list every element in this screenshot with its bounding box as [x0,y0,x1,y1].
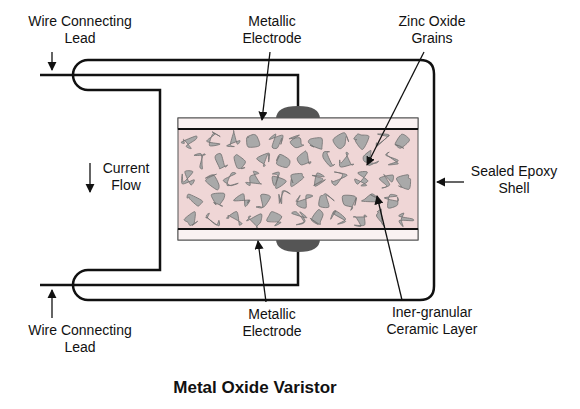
zinc-oxide-grain [323,152,335,167]
lead-label: Wire Connecting Lead [21,322,139,356]
epoxy-shell-inner [88,90,160,270]
zinc-oxide-grain [184,212,198,226]
zinc-oxide-grain [279,191,291,204]
zinc-oxide-grain [319,194,335,208]
solder-joint [276,106,320,119]
zinc-oxide-grain [215,153,227,168]
zinc-oxide-grain [289,135,304,148]
zinc-oxide-grain [211,193,224,206]
leader-line [258,241,266,302]
zinc-oxide-grain [246,171,262,185]
solder-joint [276,239,320,252]
current-arrow [89,163,90,192]
zinc-oxide-grain [206,213,220,226]
zinc-oxide-grain [194,153,205,169]
leader-line [377,196,402,300]
zinc-oxide-grain [384,194,398,208]
electrode-edge [178,128,418,130]
zinc-oxide-grain [234,154,245,168]
zinc-oxide-grain [226,212,241,226]
zinc-oxide-grain [181,136,197,149]
zinc-oxide-grain [312,173,325,186]
electrode-label: Metallic Electrode [230,13,314,47]
lead-arrow [51,290,52,318]
zinc-oxide-grain [296,195,313,209]
zinc-oxide-grain [342,195,356,210]
zinc-oxide-grain [354,134,369,150]
zinc-oxide-grain [267,212,282,226]
zinc-oxide-grain [395,134,409,148]
zinc-oxide-grain [223,173,238,186]
leader-line [367,52,424,165]
zinc-oxide-grain [187,194,203,206]
zinc-oxide-grain [396,175,410,190]
grains-label: Zinc Oxide Grains [388,13,476,47]
zinc-oxide-grain [399,213,414,227]
zinc-oxide-grain [234,194,250,207]
current-label: Current Flow [95,160,157,194]
zinc-oxide-grain [227,130,240,146]
zinc-oxide-grains [181,130,414,227]
zinc-oxide-grain [207,132,221,146]
zinc-oxide-grain [247,134,260,147]
leader-line [437,181,464,182]
zinc-oxide-grain [386,152,399,165]
zinc-oxide-grain [353,215,367,227]
zinc-oxide-grain [333,133,349,149]
zinc-oxide-grain [310,210,323,225]
zinc-oxide-grain [379,174,393,188]
zinc-oxide-grain [308,138,322,150]
zinc-oxide-grain [257,153,270,166]
ceramic-layer-label: Iner-granular Ceramic Layer [380,304,484,338]
diagram-title: Metal Oxide Varistor [173,378,336,398]
zinc-oxide-grain [292,212,307,225]
shell-label: Sealed Epoxy Shell [470,163,558,197]
zinc-oxide-grain [276,154,290,167]
lead-label: Wire Connecting Lead [21,13,139,47]
zinc-oxide-grain [332,172,348,185]
zinc-oxide-grain [269,134,283,149]
wire-lead [40,75,298,110]
metallic-electrode [178,118,418,129]
zinc-oxide-grain [205,174,219,190]
zinc-oxide-grain [291,173,304,186]
zinc-oxide-grain [297,151,311,165]
zinc-oxide-grain [331,211,346,224]
zinc-oxide-grain [339,152,353,167]
zinc-oxide-grain [355,171,368,185]
lead-arrow [51,52,52,70]
zinc-oxide-grain [272,172,286,188]
electrode-label: Metallic Electrode [230,306,314,340]
metallic-electrode [178,229,418,240]
zinc-oxide-grain [182,171,195,185]
leader-line [262,52,270,120]
electrode-edge [178,228,418,230]
zinc-oxide-grain [256,194,270,208]
zinc-oxide-grain [247,214,262,228]
